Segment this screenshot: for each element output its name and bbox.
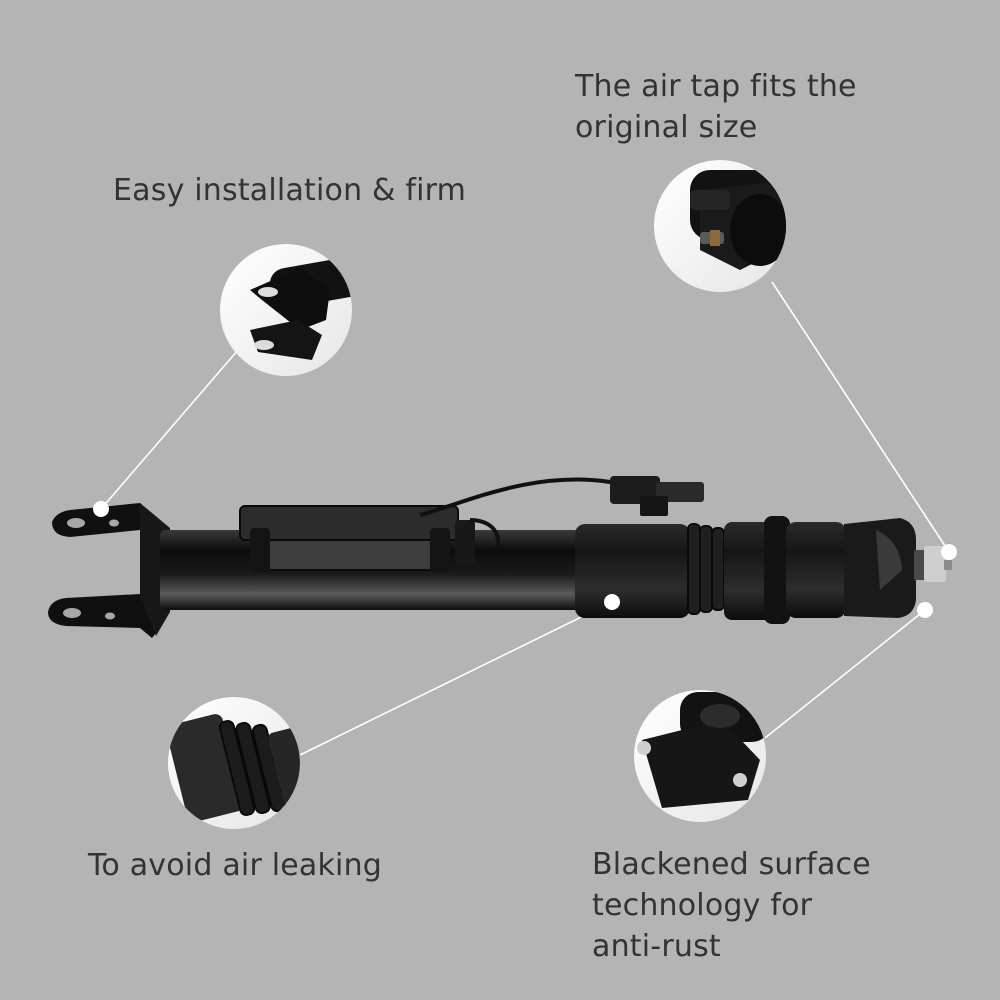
caption-air-leak: To avoid air leaking	[88, 845, 382, 886]
caption-installation: Easy installation & firm	[113, 170, 466, 211]
caption-installation-text: Easy installation & firm	[113, 173, 467, 208]
caption-anti-rust: Blackened surface technology for anti-ru…	[592, 844, 871, 967]
callout-line-air-leak	[299, 601, 613, 756]
caption-anti-rust-line-2: technology for	[592, 888, 813, 923]
bracket-detail-photo	[220, 244, 352, 376]
callout-dot-anti-rust	[917, 602, 933, 618]
caption-air-leak-text: To avoid air leaking	[88, 848, 383, 883]
air-tap-detail-photo	[654, 160, 786, 292]
caption-air-tap-line-1: The air tap fits the	[575, 69, 857, 104]
callout-line-air-tap	[771, 281, 950, 553]
callout-line-anti-rust	[764, 609, 926, 739]
callout-dots	[93, 501, 957, 618]
bottom-mount-detail-photo	[634, 690, 766, 822]
caption-air-tap: The air tap fits the original size	[575, 66, 857, 148]
callout-dot-air-leak	[604, 594, 620, 610]
callout-lines	[100, 281, 950, 756]
callout-dot-installation	[93, 501, 109, 517]
caption-air-tap-line-2: original size	[575, 110, 758, 145]
caption-anti-rust-line-1: Blackened surface	[592, 847, 871, 882]
callout-line-installation	[100, 349, 239, 510]
dust-boot-detail-photo	[168, 697, 300, 829]
caption-anti-rust-line-3: anti-rust	[592, 929, 721, 964]
callout-dot-air-tap	[941, 544, 957, 560]
air-strut-photo	[48, 476, 952, 638]
